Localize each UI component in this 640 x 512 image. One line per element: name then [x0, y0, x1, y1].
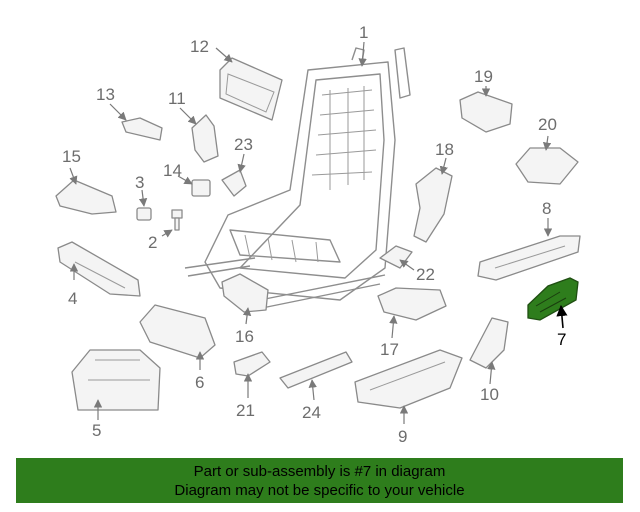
callout-18: 18 [435, 140, 454, 159]
banner-line-2: Diagram may not be specific to your vehi… [174, 482, 465, 499]
callout-21: 21 [236, 401, 255, 420]
banner-line-1: Part or sub-assembly is #7 in diagram [193, 463, 446, 480]
callout-12: 12 [190, 37, 209, 56]
part-12-panel [219, 57, 283, 121]
callout-10: 10 [480, 385, 499, 404]
callout-labels: 1 2 3 4 5 6 7 8 9 10 11 12 13 14 15 16 1… [62, 23, 566, 446]
part-10-cover [469, 317, 509, 369]
part-7-switch [527, 277, 579, 321]
part-24-rail [279, 351, 353, 389]
callout-3: 3 [135, 173, 144, 192]
part-3-nut [136, 207, 152, 221]
part-8-track [477, 235, 581, 281]
part-23-bracket [221, 169, 247, 197]
part-17-gearbox [377, 287, 447, 321]
callout-2: 2 [148, 233, 157, 252]
callout-14: 14 [163, 161, 182, 180]
part-2-bolt [171, 209, 183, 231]
callout-19: 19 [474, 67, 493, 86]
callout-5: 5 [92, 421, 101, 440]
callout-13: 13 [96, 85, 115, 104]
callout-22: 22 [416, 265, 435, 284]
part-18-motor [413, 167, 453, 243]
callout-16: 16 [235, 327, 254, 346]
part-14-clip [191, 179, 211, 197]
callout-7: 7 [557, 330, 566, 349]
part-11-bracket [191, 114, 219, 163]
callout-4: 4 [68, 289, 77, 308]
callout-17: 17 [380, 340, 399, 359]
seat-frame [184, 47, 411, 309]
callout-11: 11 [168, 89, 186, 108]
part-13-connector [121, 117, 163, 141]
callout-23: 23 [234, 135, 253, 154]
callout-1: 1 [359, 23, 368, 42]
callout-6: 6 [195, 373, 204, 392]
part-6-bracket [139, 304, 216, 359]
callout-24: 24 [302, 403, 321, 422]
info-banner: Part or sub-assembly is #7 in diagram Di… [16, 458, 623, 503]
part-5-cover [71, 349, 161, 411]
callout-15: 15 [62, 147, 81, 166]
callout-8: 8 [542, 199, 551, 218]
part-20-bracket [515, 147, 579, 185]
parts-diagram: 1 2 3 4 5 6 7 8 9 10 11 12 13 14 15 16 1… [55, 23, 581, 446]
part-9-shield [354, 349, 463, 409]
part-19-motor [459, 91, 513, 133]
callout-9: 9 [398, 427, 407, 446]
part-21-bracket [233, 351, 271, 377]
part-4-trim [57, 241, 141, 297]
part-16-motor [221, 273, 269, 313]
callout-20: 20 [538, 115, 557, 134]
part-15-motor [55, 179, 117, 215]
leader-lines [69, 41, 568, 424]
